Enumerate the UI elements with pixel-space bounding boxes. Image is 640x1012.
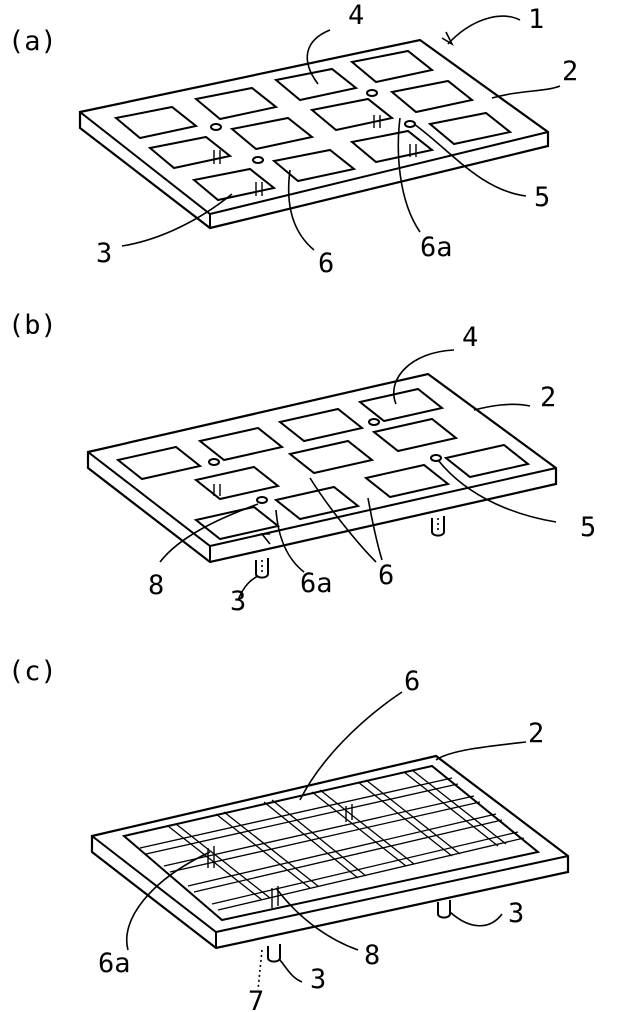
label-a-6: 6 xyxy=(318,248,334,279)
label-c-2: 2 xyxy=(528,718,544,749)
label-c-8: 8 xyxy=(364,940,380,971)
label-b-4: 4 xyxy=(462,322,478,353)
panel-b: (b) xyxy=(8,310,596,617)
label-a-4: 4 xyxy=(348,0,364,31)
panel-b-caption: (b) xyxy=(8,310,57,341)
label-b-6a: 6a xyxy=(300,568,333,599)
label-b-2: 2 xyxy=(540,382,556,413)
label-c-7: 7 xyxy=(248,986,264,1012)
label-c-3-right: 3 xyxy=(508,898,524,929)
label-a-3: 3 xyxy=(96,238,112,269)
panel-a: (a) xyxy=(8,0,578,279)
panel-a-caption: (a) xyxy=(8,26,57,57)
label-a-6a: 6a xyxy=(420,232,453,263)
label-a-5: 5 xyxy=(534,182,550,213)
label-c-6a: 6a xyxy=(98,948,131,979)
label-b-6: 6 xyxy=(378,560,394,591)
plate-c xyxy=(90,754,570,991)
pin-c-left xyxy=(267,944,281,963)
plate-a xyxy=(78,38,550,230)
panel-c-caption: (c) xyxy=(8,656,57,687)
label-a-2: 2 xyxy=(562,56,578,87)
pin-b-left xyxy=(255,558,269,579)
label-b-8: 8 xyxy=(148,570,164,601)
label-a-1: 1 xyxy=(528,4,544,35)
pin-b-right xyxy=(431,516,445,537)
label-c-6: 6 xyxy=(404,666,420,697)
lattice-c xyxy=(139,769,525,911)
pin-c-right xyxy=(437,900,451,919)
panel-c: (c) xyxy=(8,656,570,1012)
label-b-5: 5 xyxy=(580,512,596,543)
plate-b xyxy=(86,372,558,579)
label-b-3: 3 xyxy=(230,586,246,617)
label-c-3-left: 3 xyxy=(310,964,326,995)
